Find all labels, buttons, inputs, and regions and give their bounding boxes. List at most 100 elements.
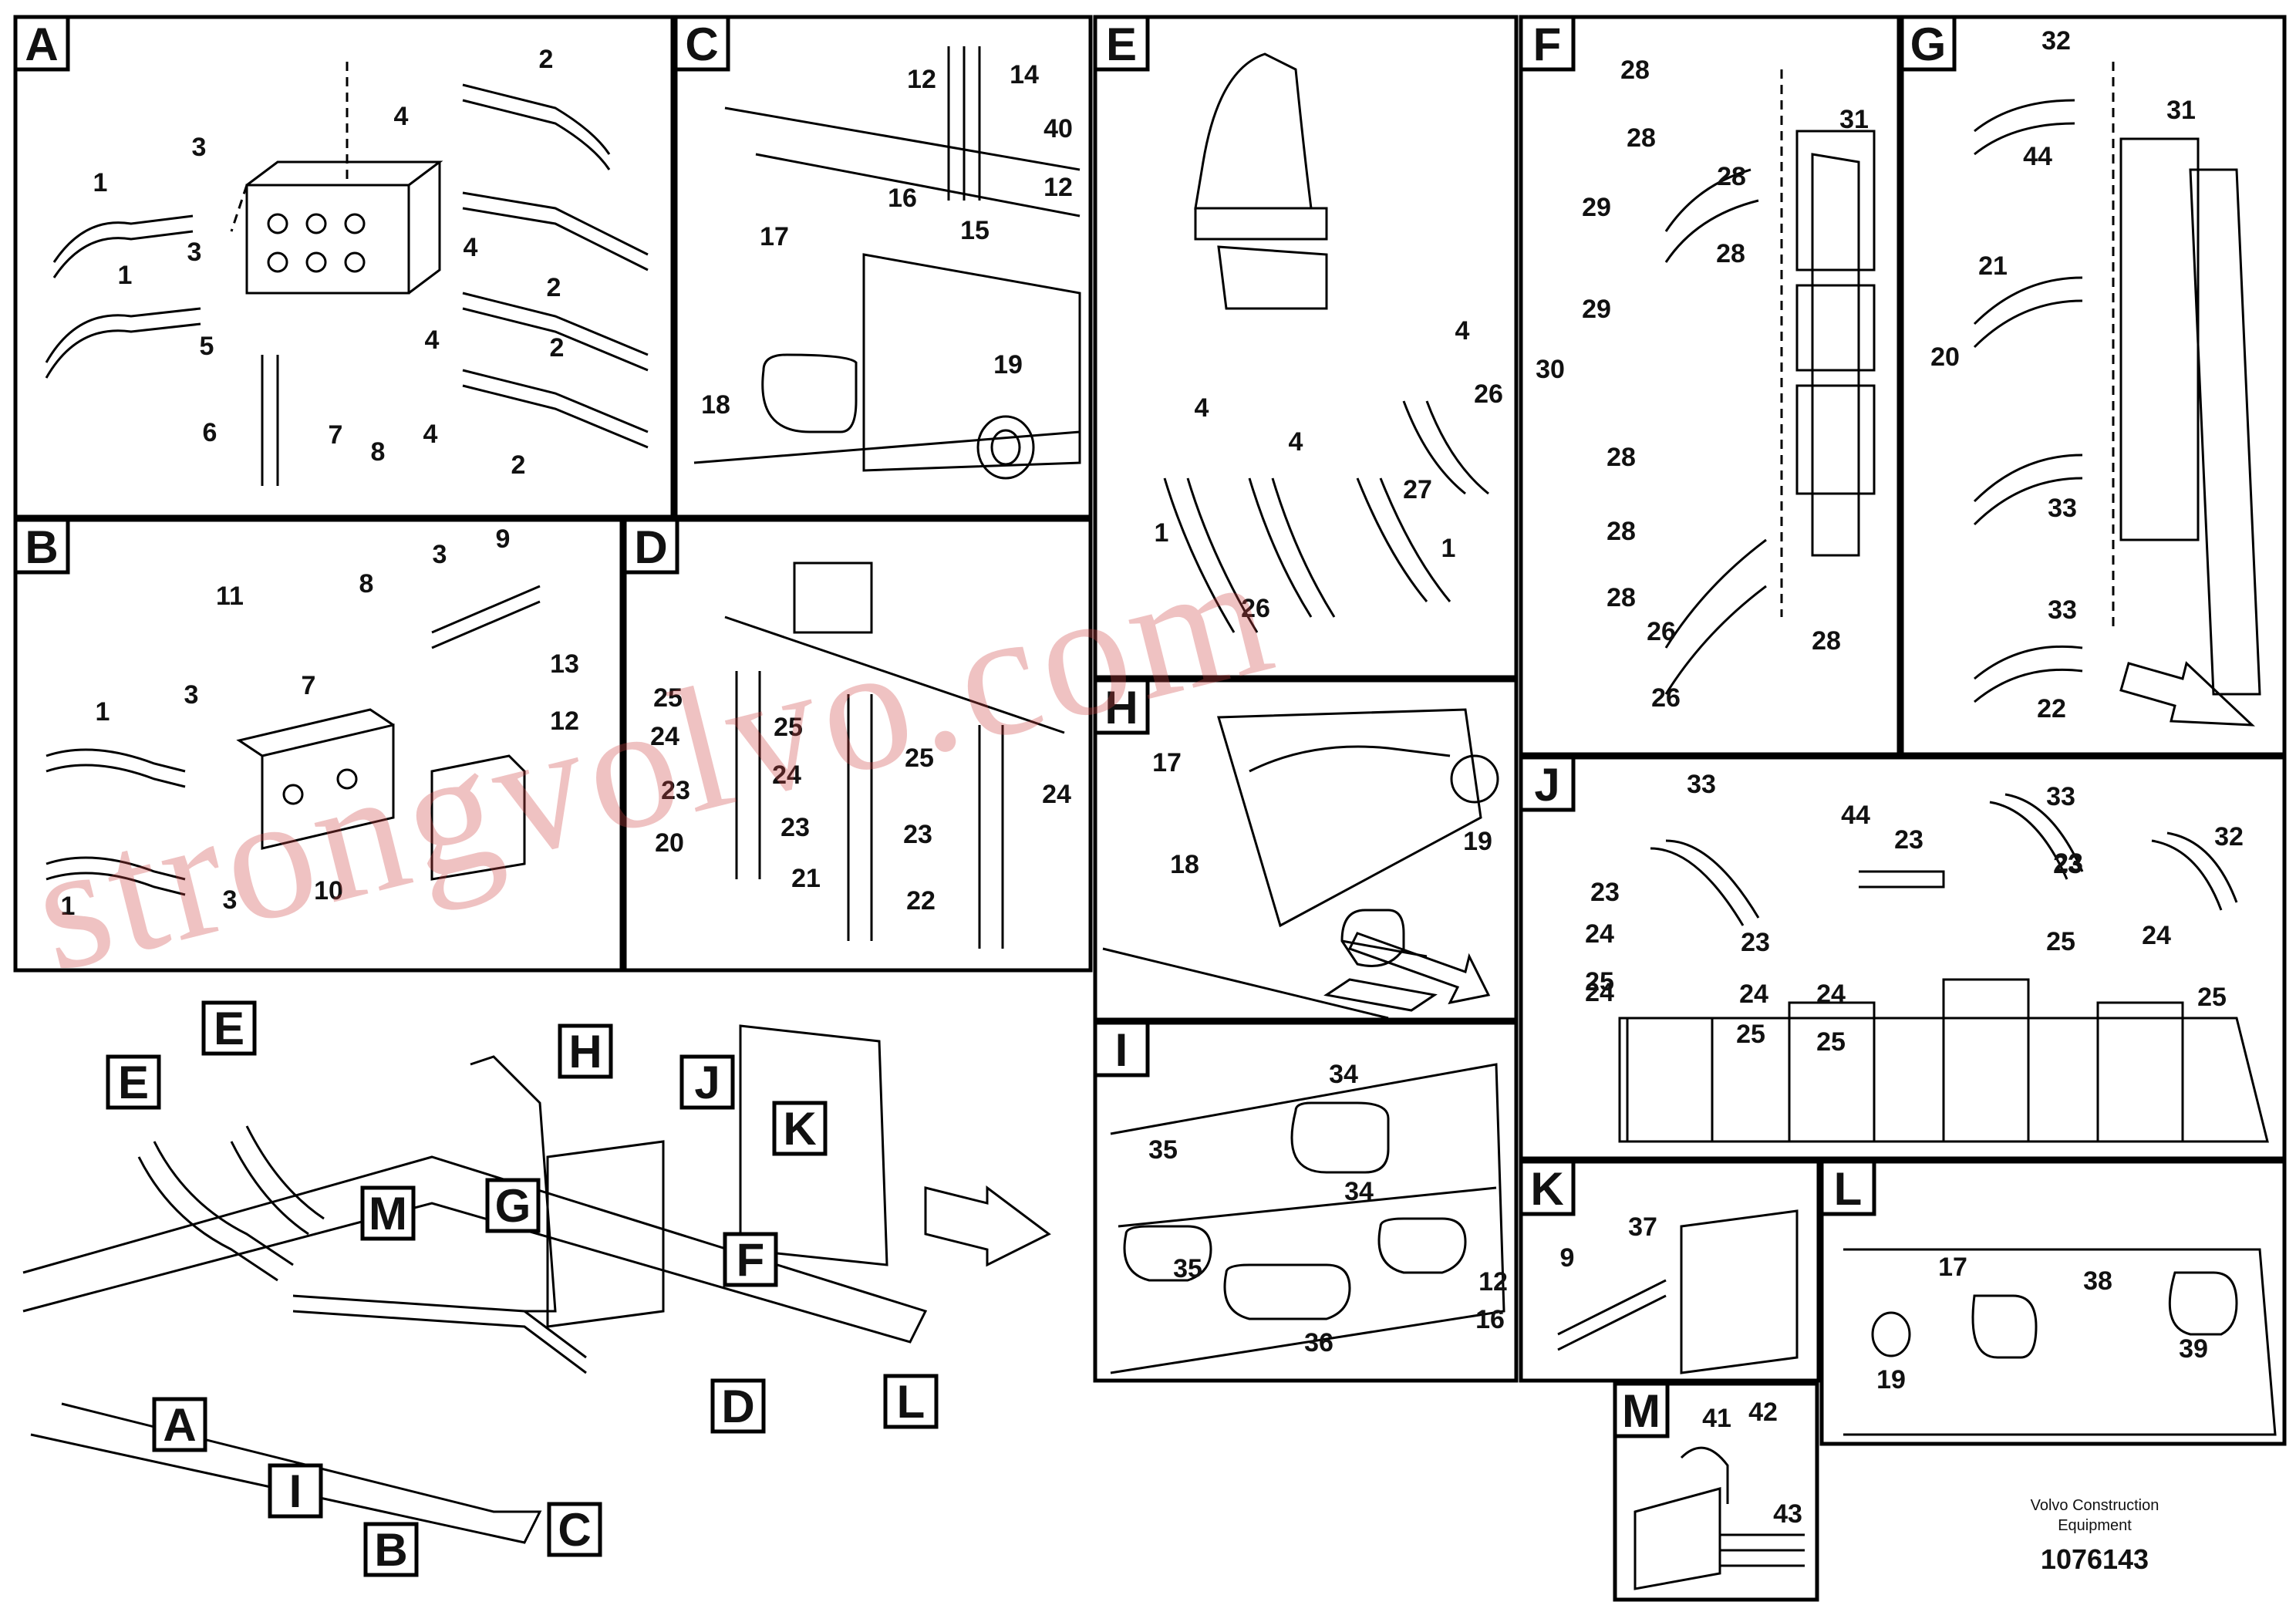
callout-j-23: 23 xyxy=(1894,825,1923,855)
callout-c-16: 16 xyxy=(888,184,917,213)
callout-j-24: 24 xyxy=(2142,921,2171,950)
watermark: strongvolvo.com xyxy=(15,512,1292,1010)
drawing-footer: Volvo Construction Equipment 1076143 xyxy=(2031,1497,2159,1575)
panel-label-text: I xyxy=(1115,1024,1128,1076)
callout-d-24: 24 xyxy=(772,760,801,790)
overview-key-e-left[interactable]: E xyxy=(106,1054,161,1110)
panel-label-text: B xyxy=(25,521,58,573)
overview-key-label: D xyxy=(721,1381,754,1432)
panel-label-i: I xyxy=(1093,1020,1150,1077)
callout-j-24: 24 xyxy=(1585,919,1614,949)
callout-j-24: 24 xyxy=(1585,978,1614,1007)
callout-b-1: 1 xyxy=(96,697,110,727)
panel-label-b: B xyxy=(13,518,70,575)
callout-e-4: 4 xyxy=(1289,427,1303,457)
callout-a-8: 8 xyxy=(371,437,386,467)
overview-key-e-right[interactable]: E xyxy=(201,1000,257,1056)
callout-f-28: 28 xyxy=(1627,123,1656,153)
panel-m-drawing xyxy=(1633,1446,1805,1590)
callout-f-29: 29 xyxy=(1582,193,1611,222)
maker-line-2: Equipment xyxy=(2058,1517,2132,1534)
callout-f-28: 28 xyxy=(1607,517,1636,546)
overview-key-m[interactable]: M xyxy=(360,1185,416,1241)
callout-a-3: 3 xyxy=(192,133,207,162)
callout-j-23: 23 xyxy=(2054,848,2083,878)
panel-j-drawing xyxy=(1618,793,2269,1143)
callout-b-9: 9 xyxy=(496,524,511,554)
overview-key-k[interactable]: K xyxy=(772,1101,828,1156)
overview-key-label: E xyxy=(118,1057,149,1108)
callout-b-7: 7 xyxy=(302,671,316,700)
callout-j-25: 25 xyxy=(1816,1027,1846,1057)
callout-e-1: 1 xyxy=(1441,534,1456,563)
panel-label-text: G xyxy=(1910,19,1947,70)
overview-key-label: K xyxy=(783,1103,816,1155)
overview-key-label: M xyxy=(369,1188,407,1239)
callout-i-12: 12 xyxy=(1478,1267,1508,1297)
callout-a-4: 4 xyxy=(394,102,409,131)
overview-key-label: J xyxy=(694,1057,720,1108)
panel-d-frame xyxy=(622,518,1093,973)
callout-d-23: 23 xyxy=(661,776,690,805)
callout-k-9: 9 xyxy=(1560,1243,1575,1273)
callout-d-22: 22 xyxy=(906,886,936,916)
panel-f-drawing xyxy=(1664,69,1876,695)
callout-c-12: 12 xyxy=(1043,173,1073,202)
callout-i-34: 34 xyxy=(1344,1177,1374,1206)
callout-i-35: 35 xyxy=(1173,1254,1202,1283)
panel-b-frame xyxy=(13,518,624,973)
overview-key-label: I xyxy=(289,1465,302,1517)
callout-h-18: 18 xyxy=(1170,850,1199,879)
panel-h-frame xyxy=(1093,678,1519,1022)
callout-j-24: 24 xyxy=(1739,980,1768,1009)
panel-label-text: D xyxy=(634,521,667,573)
overview-key-c[interactable]: C xyxy=(547,1502,602,1557)
overview-key-a[interactable]: A xyxy=(152,1397,207,1452)
callout-a-5: 5 xyxy=(200,332,214,361)
overview-drawing xyxy=(22,1024,1051,1544)
callout-e-27: 27 xyxy=(1403,475,1432,504)
overview-key-g[interactable]: G xyxy=(485,1178,541,1233)
callout-j-25: 25 xyxy=(2046,927,2075,956)
callout-g-44: 44 xyxy=(2023,142,2052,171)
callout-f-28: 28 xyxy=(1716,239,1745,268)
panel-label-text: A xyxy=(25,19,58,70)
callout-f-30: 30 xyxy=(1536,355,1565,384)
overview-key-l[interactable]: L xyxy=(883,1374,939,1429)
panel-b-drawing xyxy=(46,585,541,896)
overview-key-d[interactable]: D xyxy=(710,1378,766,1434)
overview-key-label: B xyxy=(374,1524,407,1576)
callout-i-34: 34 xyxy=(1329,1060,1358,1089)
callout-g-21: 21 xyxy=(1978,251,2008,281)
callout-g-33: 33 xyxy=(2048,494,2077,523)
panel-label-h: H xyxy=(1093,678,1150,735)
callout-k-37: 37 xyxy=(1628,1212,1657,1242)
maker-line-1: Volvo Construction xyxy=(2031,1497,2159,1514)
panel-label-d: D xyxy=(622,518,679,575)
callout-e-26: 26 xyxy=(1474,379,1503,409)
panel-m-frame xyxy=(1613,1381,1819,1602)
callout-d-23: 23 xyxy=(903,820,932,849)
callout-a-2: 2 xyxy=(539,45,554,74)
overview-key-f[interactable]: F xyxy=(723,1232,778,1287)
overview-key-b[interactable]: B xyxy=(363,1522,419,1577)
panel-a-drawing xyxy=(45,62,649,486)
callout-d-21: 21 xyxy=(791,864,821,893)
panel-i-drawing xyxy=(1110,1063,1505,1374)
callout-a-4: 4 xyxy=(425,325,440,355)
callout-b-3: 3 xyxy=(433,540,447,569)
overview-key-h[interactable]: H xyxy=(558,1023,613,1079)
callout-c-40: 40 xyxy=(1043,114,1073,143)
panel-label-text: L xyxy=(1834,1163,1863,1215)
callout-a-7: 7 xyxy=(329,420,343,450)
callout-l-17: 17 xyxy=(1938,1253,1967,1282)
overview-key-j[interactable]: J xyxy=(679,1054,735,1110)
callout-l-39: 39 xyxy=(2179,1334,2208,1364)
callout-f-28: 28 xyxy=(1812,626,1841,656)
callout-f-28: 28 xyxy=(1607,443,1636,472)
overview-key-label: A xyxy=(163,1399,196,1451)
callout-c-18: 18 xyxy=(701,390,730,420)
overview-key-label: G xyxy=(495,1180,531,1232)
overview-key-i[interactable]: I xyxy=(268,1463,323,1519)
panel-j-frame xyxy=(1519,755,2287,1161)
